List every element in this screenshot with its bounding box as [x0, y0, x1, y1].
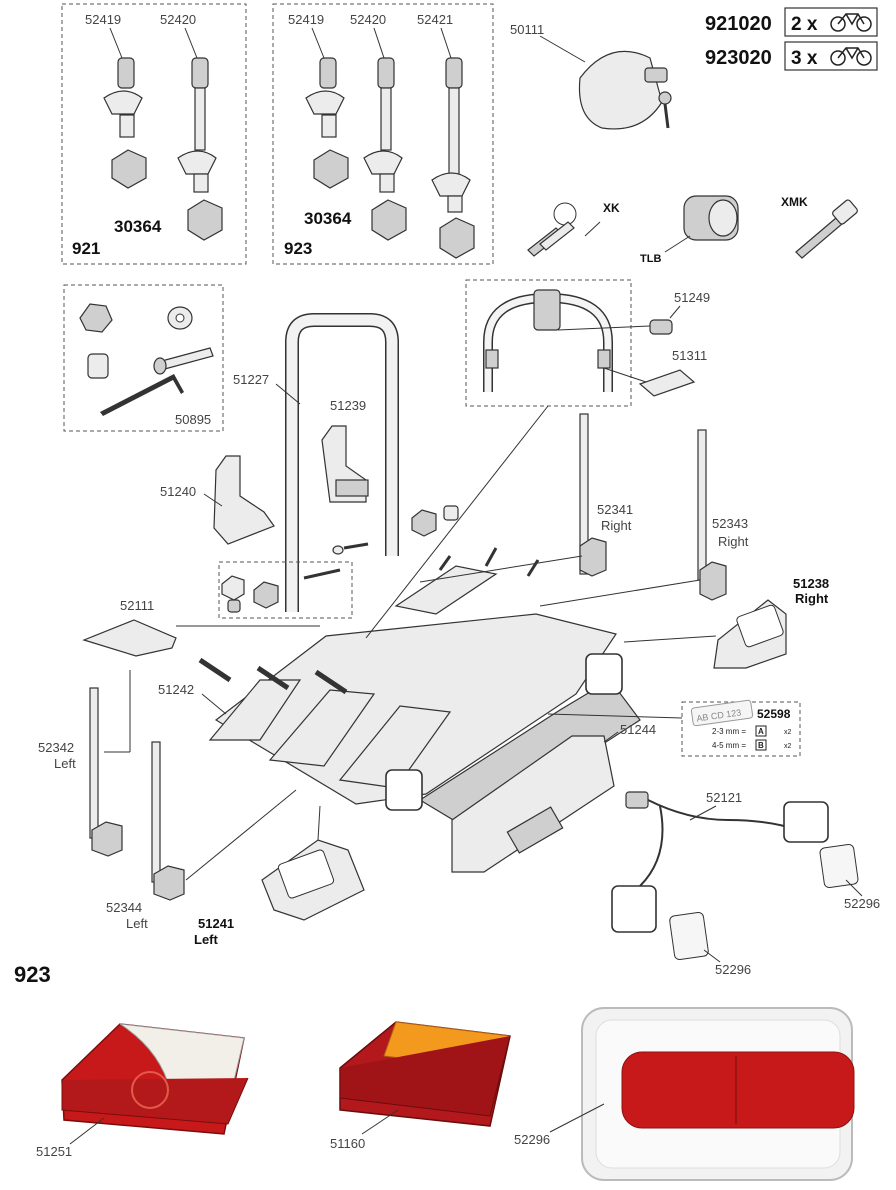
cover-52111: 52111	[82, 598, 320, 657]
plate-row1: 2-3 mm =	[712, 727, 746, 736]
part-label-XK: XK	[603, 201, 620, 215]
part-label-51238: 51238	[793, 576, 829, 591]
lock-cap: 50111	[510, 22, 672, 130]
part-label-52343-side: Right	[718, 534, 749, 549]
lamp-housing-right: 51238 Right	[623, 576, 829, 669]
part-label-52341: 52341	[597, 502, 633, 517]
part-label-52419: 52419	[288, 12, 324, 27]
part-label-52420: 52420	[350, 12, 386, 27]
part-label-52341-side: Right	[601, 518, 632, 533]
part-label-51239: 51239	[330, 398, 366, 413]
part-label-51242: 51242	[158, 682, 194, 697]
lamp-51160: 51160	[330, 1021, 511, 1151]
part-label-52598: 52598	[757, 707, 791, 721]
part-label-50895: 50895	[175, 412, 211, 427]
part-label-52342: 52342	[38, 740, 74, 755]
model-label-921: 921	[72, 239, 100, 258]
left-straps: 52342 Left 52344 Left	[38, 670, 297, 931]
part-label-50111: 50111	[510, 22, 544, 37]
rear-plate-51244: 51244	[451, 722, 656, 873]
plate-tag-a: A	[758, 727, 764, 736]
part-label-51251: 51251	[36, 1144, 72, 1159]
part-label-51238-side: Right	[795, 591, 829, 606]
part-label-52296: 52296	[715, 962, 751, 977]
part-label-51227: 51227	[233, 372, 269, 387]
right-straps: 52341 Right 52343 Right	[419, 413, 749, 607]
part-label-TLB: TLB	[640, 253, 661, 265]
part-label-51241-side: Left	[194, 932, 219, 947]
part-label-51241: 51241	[198, 916, 234, 931]
lamp-52296: 52296	[514, 1007, 855, 1181]
handle-detail-box: 51249 51311	[465, 279, 710, 407]
part-label-XMK: XMK	[781, 195, 808, 209]
part-label-52296: 52296	[844, 896, 880, 911]
bicycle-icon	[830, 13, 872, 32]
part-label-52419: 52419	[85, 12, 121, 27]
plate-52598: AB CD 123 52598 2-3 mm = A x2 4-5 mm = B…	[547, 699, 801, 757]
kit-label-30364: 30364	[304, 209, 352, 228]
model-code-921020: 921020	[705, 13, 772, 35]
part-label-51249: 51249	[674, 290, 710, 305]
part-label-51240: 51240	[160, 484, 196, 499]
model-code-923020: 923020	[705, 47, 772, 69]
lamp-photos: 923 51251 51160 52296	[14, 962, 855, 1181]
box-923: 52419 52420 52421 30364 923	[272, 3, 494, 265]
wiring-52121: 52121 52296 52296	[611, 790, 880, 977]
part-label-52342-side: Left	[54, 756, 76, 771]
part-label-51311: 51311	[672, 348, 707, 363]
lamp-housing-left: 51241 Left	[194, 805, 365, 947]
model-table: 921020 2 x 923020 3 x	[705, 7, 878, 71]
part-label-52344: 52344	[106, 900, 142, 915]
lamp-51251: 51251	[36, 1023, 249, 1159]
part-label-51160: 51160	[330, 1136, 365, 1151]
plate-mult-1: x2	[784, 729, 792, 736]
model-qty-3: 3 x	[791, 48, 818, 69]
plate-tag-b: B	[758, 741, 764, 750]
box-921: 52419 52420 30364 921	[61, 3, 247, 265]
part-label-52296: 52296	[514, 1132, 550, 1147]
kit-label-30364: 30364	[114, 217, 162, 236]
part-label-52111: 52111	[120, 598, 154, 613]
carrier-assembly: 51227 51239 51240 51242	[158, 313, 641, 831]
model-qty-2: 2 x	[791, 14, 818, 35]
part-label-52344-side: Left	[126, 916, 148, 931]
part-label-51244: 51244	[620, 722, 656, 737]
part-label-52121: 52121	[706, 790, 742, 805]
bicycle-icon	[830, 47, 872, 66]
part-label-52343: 52343	[712, 516, 748, 531]
plate-mult-2: x2	[784, 743, 792, 750]
model-label-923: 923	[284, 239, 312, 258]
footer-model-label: 923	[14, 962, 51, 987]
part-label-52420: 52420	[160, 12, 196, 27]
key-set: XK TLB XMK	[527, 195, 858, 265]
plate-row2: 4-5 mm =	[712, 741, 746, 750]
part-label-52421: 52421	[417, 12, 453, 27]
hardware-box: 50895	[63, 284, 224, 432]
